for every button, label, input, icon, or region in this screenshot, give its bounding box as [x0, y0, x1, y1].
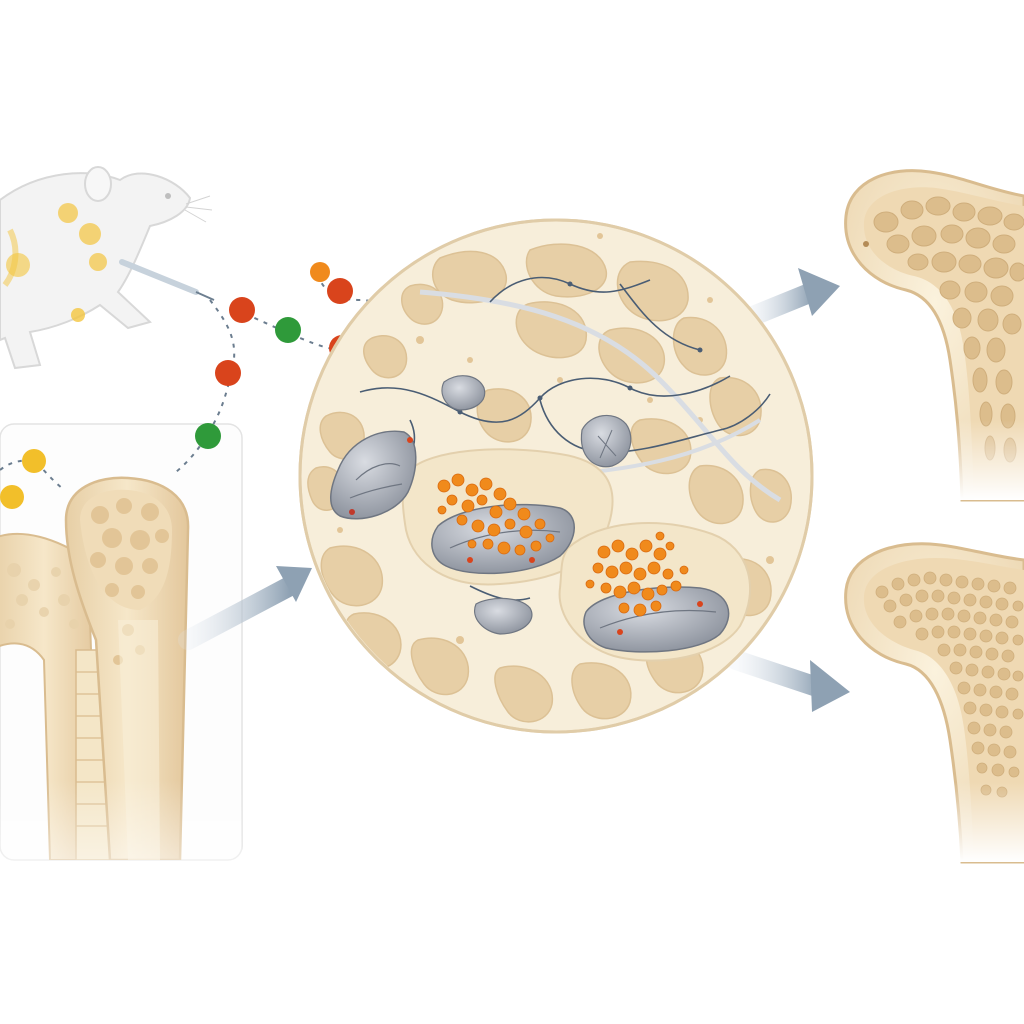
bone-section-panel	[0, 423, 243, 862]
magnified-microenvironment	[298, 218, 814, 734]
arrow-to-upper-outcome-icon	[738, 268, 840, 328]
syringe-icon	[119, 259, 215, 301]
femur-head-lower	[844, 542, 1024, 864]
arrow-to-lower-outcome-icon	[726, 650, 850, 712]
particle-cluster	[437, 473, 555, 556]
cell-icon	[441, 375, 486, 411]
arrow-to-magnified-icon	[178, 566, 312, 650]
femur-head-upper	[844, 169, 1024, 502]
mouse-icon	[0, 166, 213, 370]
cell-icon	[474, 597, 533, 635]
osteoclast-cell-icon	[330, 430, 417, 520]
particle-cluster	[585, 531, 689, 617]
cell-icon	[580, 414, 632, 468]
